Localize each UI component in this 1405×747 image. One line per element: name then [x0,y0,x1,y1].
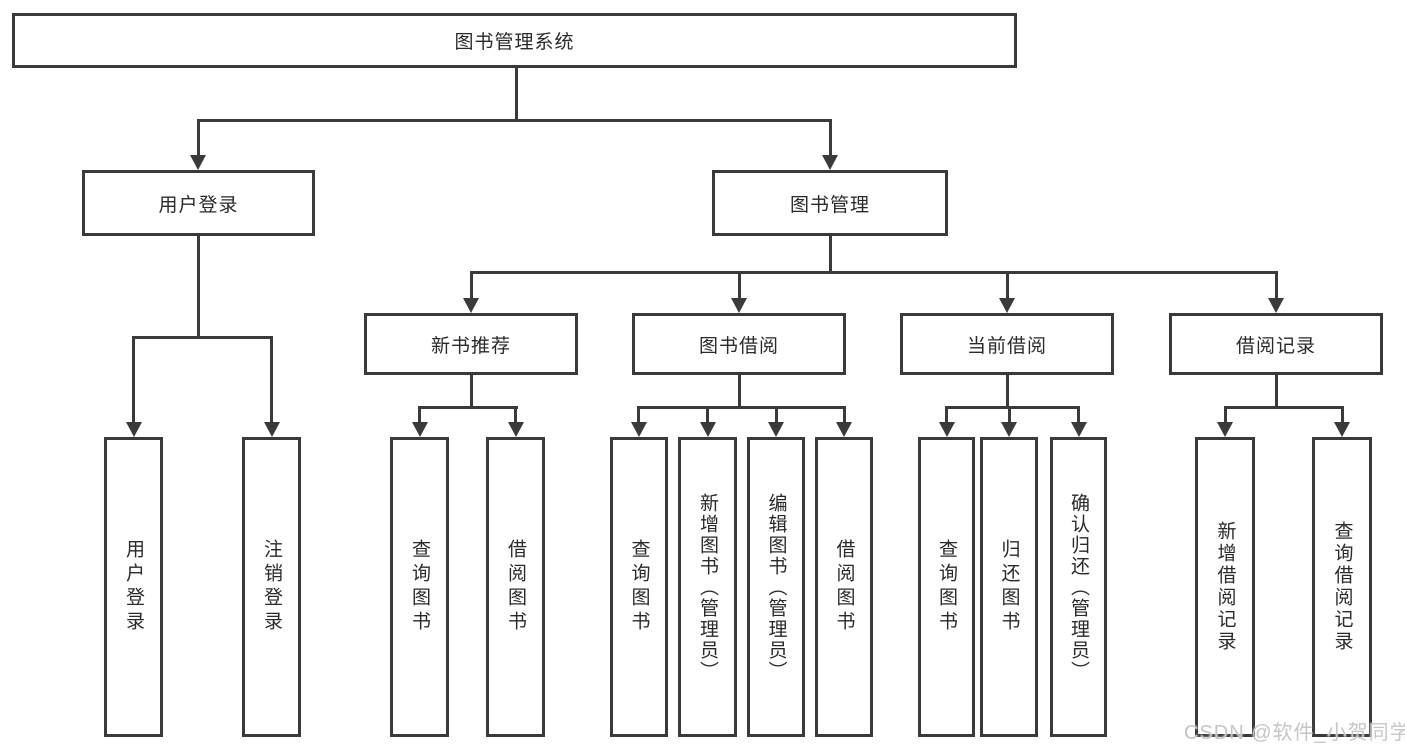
connector-drop-current-borrow [1006,271,1009,300]
leaf-edit-book-admin: 编辑图书（管理员） [747,437,805,737]
arrowhead-add-borrow-record [1217,422,1233,437]
connector-drop-return-book [1008,406,1011,424]
connector-drop-add-book-admin [706,406,709,424]
leaf-user-login: 用户登录 [104,437,163,737]
arrowhead-query-book-1 [412,422,428,437]
arrowhead-borrow-book-2 [836,422,852,437]
connector-drop-edit-book-admin [775,406,778,424]
leaf-query-book-2: 查询图书 [610,437,668,737]
connector-drop-borrow-records [1275,271,1278,300]
arrowhead-query-borrow-record [1334,422,1350,437]
arrowhead-new-book-recommend [463,298,479,313]
node-borrow-records-label: 借阅记录 [1235,335,1316,357]
connector-new-book-recommend-stem [470,375,473,409]
connector-drop-borrow-book-1 [514,406,517,424]
arrowhead-leaf-logout [264,422,280,437]
leaf-confirm-return-admin-label: 确认归还（管理员） [1068,492,1089,682]
node-borrow-records: 借阅记录 [1169,313,1383,375]
arrowhead-book-management [822,155,838,170]
arrowhead-borrow-book-1 [508,422,524,437]
node-book-borrow-label: 图书借阅 [698,335,779,357]
leaf-query-book-1: 查询图书 [390,437,449,737]
leaf-user-login-label: 用户登录 [123,539,144,635]
connector-drop-query-book-1 [418,406,421,424]
connector-drop-new-book-recommend [470,271,473,300]
leaf-confirm-return-admin: 确认归还（管理员） [1050,437,1107,737]
connector-current-borrow-bus [945,406,1080,409]
leaf-borrow-book-1-label: 借阅图书 [505,539,526,635]
arrowhead-user-login [190,155,206,170]
leaf-logout-label: 注销登录 [261,539,282,635]
arrowhead-add-book-admin [700,422,716,437]
connector-drop-query-book-2 [637,406,640,424]
connector-borrow-records-stem [1275,375,1278,409]
connector-drop-book-borrow [738,271,741,300]
node-new-book-recommend: 新书推荐 [364,313,578,375]
arrowhead-confirm-return-admin [1071,422,1087,437]
leaf-return-book: 归还图书 [980,437,1038,737]
leaf-add-book-admin: 新增图书（管理员） [678,437,737,737]
arrowhead-leaf-user-login [126,422,142,437]
arrowhead-query-book-3 [939,422,955,437]
csdn-watermark: CSDN @软件_小贺同学 [1184,722,1405,744]
connector-drop-confirm-return-admin [1077,406,1080,424]
leaf-return-book-label: 归还图书 [998,539,1020,635]
connector-root-bus [197,119,832,122]
connector-drop-query-book-3 [945,406,948,424]
node-user-login: 用户登录 [82,170,315,236]
leaf-query-book-3-label: 查询图书 [936,539,957,635]
connector-book-borrow-bus [637,406,846,409]
leaf-logout: 注销登录 [242,437,301,737]
arrowhead-query-book-2 [631,422,647,437]
connector-book-borrow-stem [738,375,741,409]
node-root: 图书管理系统 [12,13,1017,68]
leaf-borrow-book-1: 借阅图书 [486,437,545,737]
arrowhead-edit-book-admin [768,422,784,437]
node-current-borrow-label: 当前借阅 [966,335,1047,357]
node-book-management: 图书管理 [712,170,948,236]
leaf-query-borrow-record: 查询借阅记录 [1312,437,1372,737]
connector-drop-user-login [197,119,200,157]
connector-drop-borrow-book-2 [843,406,846,424]
node-current-borrow: 当前借阅 [900,313,1114,375]
node-root-label: 图书管理系统 [454,32,575,53]
leaf-edit-book-admin-label: 编辑图书（管理员） [765,492,787,682]
leaf-query-borrow-record-label: 查询借阅记录 [1331,521,1353,653]
leaf-add-book-admin-label: 新增图书（管理员） [697,492,718,682]
leaf-borrow-book-2-label: 借阅图书 [833,539,855,635]
connector-user-login-stem [197,236,200,339]
connector-drop-leaf-user-login [132,336,135,424]
connector-new-book-recommend-bus [418,406,518,409]
connector-drop-query-borrow-record [1341,406,1344,424]
node-new-book-recommend-label: 新书推荐 [430,335,511,357]
arrowhead-book-borrow [731,298,747,313]
connector-drop-book-management [829,119,832,157]
arrowhead-return-book [1001,422,1017,437]
leaf-query-book-1-label: 查询图书 [409,539,430,635]
node-user-login-label: 用户登录 [158,194,239,216]
leaf-add-borrow-record-label: 新增借阅记录 [1214,521,1236,653]
node-book-borrow: 图书借阅 [632,313,846,375]
leaf-query-book-3: 查询图书 [918,437,975,737]
leaf-add-borrow-record: 新增借阅记录 [1195,437,1255,737]
arrowhead-current-borrow [999,298,1015,313]
leaf-query-book-2-label: 查询图书 [628,539,650,635]
leaf-borrow-book-2: 借阅图书 [815,437,873,737]
connector-drop-add-borrow-record [1224,406,1227,424]
connector-root-stem [515,68,518,121]
arrowhead-borrow-records [1268,298,1284,313]
connector-borrow-records-bus [1224,406,1344,409]
connector-user-login-bus [132,336,273,339]
node-book-management-label: 图书管理 [789,194,870,216]
connector-current-borrow-stem [1006,375,1009,409]
connector-drop-leaf-logout [270,336,273,424]
connector-book-management-bus [470,271,1278,274]
connector-book-management-stem [829,236,832,273]
